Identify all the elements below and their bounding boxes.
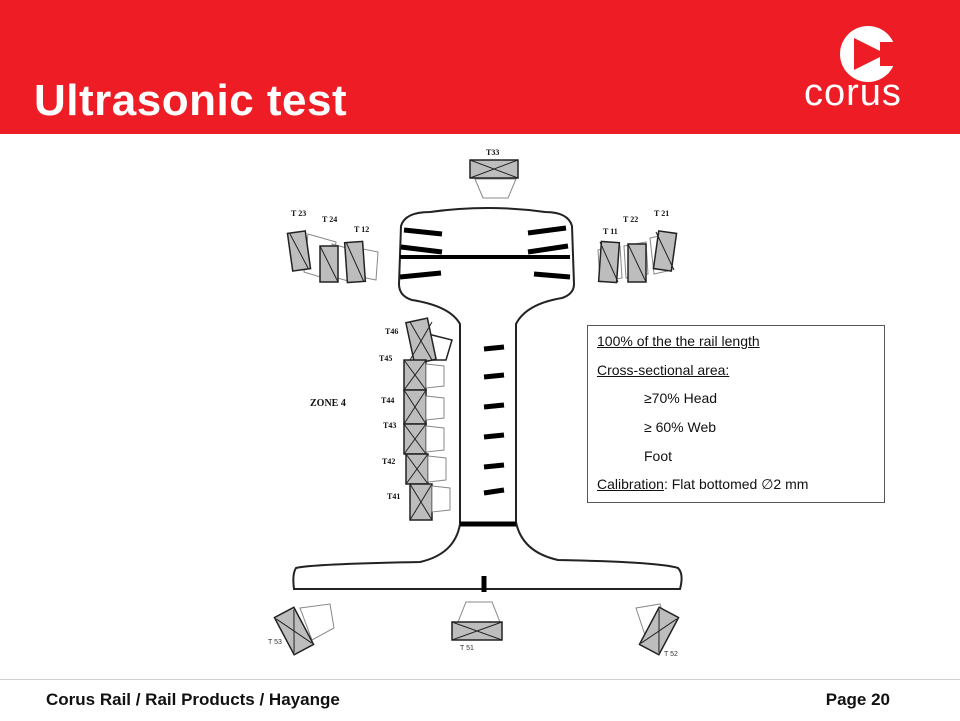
probe-label-T43: T43 <box>383 421 396 430</box>
probe-label-T45: T45 <box>379 354 392 363</box>
spec-foot: Foot <box>644 448 673 464</box>
calibration-value: : Flat bottomed ∅2 mm <box>663 476 809 492</box>
rail-profile <box>292 207 683 590</box>
footer-bar: Corus Rail / Rail Products / Hayange Pag… <box>0 679 960 721</box>
probe-label-T22: T 22 <box>623 215 638 224</box>
probe-label-T42: T42 <box>382 457 395 466</box>
probe-label-T52: T 52 <box>664 651 678 658</box>
probe-label-T21: T 21 <box>654 209 669 218</box>
probes-head-right: T 22 T 21 T 11 <box>597 209 678 284</box>
spec-web: ≥ 60% Web <box>644 419 717 435</box>
slide-title: Ultrasonic test <box>34 76 348 125</box>
probes-bottom: T 53 T 51 T 52 <box>268 601 680 658</box>
probes-head-left: T 23 T 24 T 12 <box>286 209 379 284</box>
probe-label-T11: T 11 <box>603 227 618 236</box>
zone-label: ZONE 4 <box>310 398 346 409</box>
calibration-label: Calibration <box>597 476 664 492</box>
spec-cross-section: Cross-sectional area: <box>597 362 730 378</box>
header-bar: Ultrasonic test corus <box>0 0 960 134</box>
probe-label-T53: T 53 <box>268 639 282 646</box>
defect-marks <box>399 225 571 592</box>
page-number: Page 20 <box>825 690 890 709</box>
probe-label-T51: T 51 <box>460 645 474 652</box>
probe-label-T44: T44 <box>381 396 394 405</box>
probe-label-T23: T 23 <box>291 209 306 218</box>
probe-label-T24: T 24 <box>322 215 337 224</box>
spec-length: 100% of the the rail length <box>597 333 760 349</box>
probe-T33: T33 <box>469 148 519 199</box>
brand-wordmark: corus <box>804 72 902 114</box>
probe-label-T46: T46 <box>385 327 398 336</box>
probe-label-T41: T41 <box>387 492 400 501</box>
rail-ultrasonic-diagram: T33 T 23 T 24 T 12 T 22 T 21 T 11 <box>268 148 683 658</box>
probes-web-zone4: T46 T45 T44 T43 T42 T41 ZONE 4 <box>310 317 453 521</box>
spec-calibration: Calibration: Flat bottomed ∅2 mm <box>597 476 808 493</box>
probe-label-T12: T 12 <box>354 225 369 234</box>
corus-logo-icon <box>840 26 902 82</box>
spec-head: ≥70% Head <box>644 390 718 406</box>
probe-label-T33: T33 <box>486 148 499 157</box>
test-spec-box: 100% of the the rail length Cross-sectio… <box>587 325 885 503</box>
footer-company: Corus Rail / Rail Products / Hayange <box>46 690 340 709</box>
